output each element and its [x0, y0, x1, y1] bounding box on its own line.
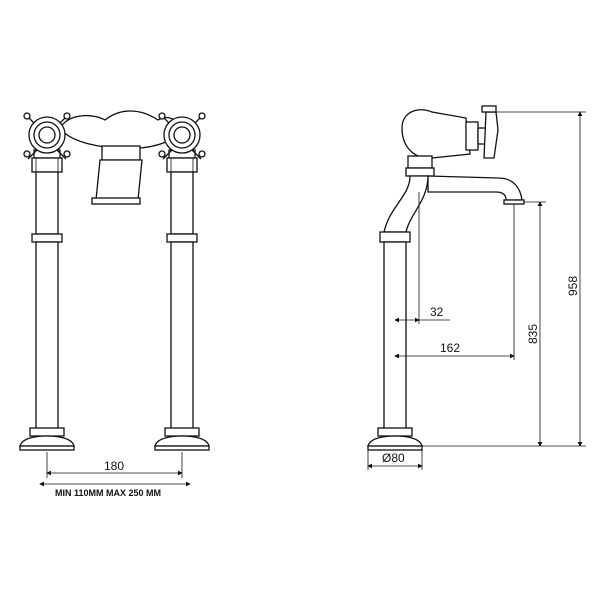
side-cross-handle: [483, 111, 499, 159]
side-valve-body: [401, 105, 499, 177]
side-column: [367, 231, 423, 451]
dim-range-note: MIN 110MM MAX 250 MM: [55, 488, 161, 498]
front-right-cross-handle: [158, 112, 206, 160]
side-spout: [427, 175, 525, 205]
front-spacing-dimension: 180 MIN 110MM MAX 250 MM: [39, 452, 191, 498]
bridge-body: [59, 110, 181, 205]
front-left-column: [19, 149, 75, 451]
dim-offset-small: 32: [394, 192, 450, 324]
dim-total-height: 958: [422, 111, 586, 447]
front-left-cross-handle: [23, 112, 71, 160]
dim-offset-small-label: 32: [430, 305, 444, 319]
dim-spout-height: 835: [524, 201, 546, 447]
front-right-column: [154, 149, 210, 451]
side-view: 958 835 32 162 Ø80: [367, 105, 586, 470]
dim-spout-reach-label: 162: [440, 341, 460, 355]
dim-spout-reach: 162: [394, 204, 515, 360]
dim-center-spacing-label: 180: [104, 459, 124, 473]
dim-base-diameter-label: Ø80: [382, 451, 405, 465]
side-riser: [383, 175, 429, 233]
dim-base-diameter: Ø80: [367, 450, 423, 470]
dim-total-height-label: 958: [566, 276, 580, 296]
dim-spout-height-label: 835: [526, 324, 540, 344]
front-view: 180 MIN 110MM MAX 250 MM: [19, 110, 210, 498]
